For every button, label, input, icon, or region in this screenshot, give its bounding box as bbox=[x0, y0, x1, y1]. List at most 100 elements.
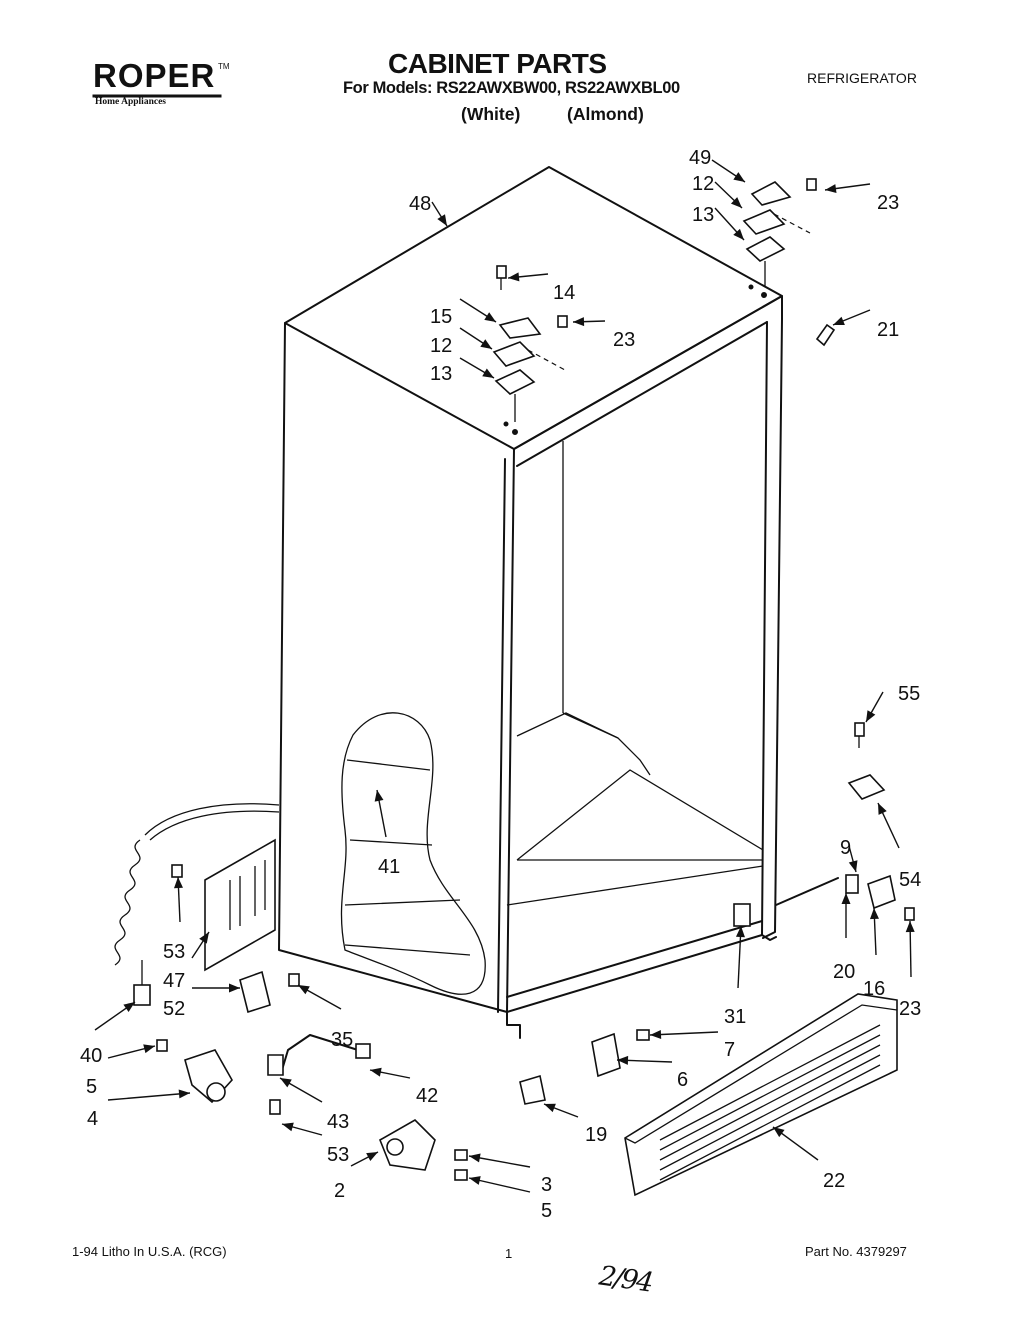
page-number: 1 bbox=[505, 1246, 513, 1261]
callout-42: 42 bbox=[416, 1085, 438, 1107]
leveler-foot bbox=[386, 1138, 404, 1156]
bottom-rail-lower bbox=[506, 934, 763, 1013]
screw-53b bbox=[269, 1099, 281, 1115]
screw-23a-path bbox=[527, 349, 566, 371]
part-31 bbox=[733, 903, 751, 927]
page-title: CABINET PARTS bbox=[388, 48, 607, 79]
hinge-cover-49 bbox=[750, 181, 792, 206]
callout-6: 6 bbox=[677, 1069, 688, 1091]
callout-14: 14 bbox=[553, 282, 575, 304]
top-hinge-right bbox=[742, 178, 836, 347]
arrowhead-6 bbox=[617, 1055, 629, 1065]
arrowhead-48 bbox=[437, 214, 447, 226]
arrowhead-7 bbox=[650, 1030, 662, 1040]
screw-55 bbox=[854, 722, 865, 737]
arrowhead-13 bbox=[482, 368, 494, 378]
arrowhead-2 bbox=[366, 1152, 378, 1162]
grille-body bbox=[624, 993, 898, 1197]
arrowhead-19 bbox=[544, 1103, 556, 1113]
cabinet-shell bbox=[278, 166, 839, 1039]
hinge-cover-15 bbox=[498, 317, 542, 339]
color-almond: (Almond) bbox=[567, 104, 644, 124]
callout-41: 41 bbox=[378, 856, 400, 878]
arrowhead-49 bbox=[733, 172, 745, 182]
leader-4 bbox=[107, 1092, 191, 1101]
arrowhead-55 bbox=[866, 710, 876, 722]
callout-5: 5 bbox=[541, 1200, 552, 1222]
arrowhead-31 bbox=[735, 926, 745, 938]
grille-top-edge bbox=[624, 1004, 898, 1144]
callout-53: 53 bbox=[163, 941, 185, 963]
leader-lines bbox=[94, 159, 915, 1193]
arrowhead-3 bbox=[469, 1153, 481, 1163]
arrowhead-23 bbox=[825, 184, 837, 194]
screw-23b-path bbox=[773, 213, 811, 234]
insulation-cutaway bbox=[340, 712, 486, 995]
callout-9: 9 bbox=[840, 837, 851, 859]
leg-left bbox=[506, 1011, 521, 1039]
litho-note: 1-94 Litho In U.S.A. (RCG) bbox=[72, 1244, 227, 1259]
arrowhead-41 bbox=[374, 790, 384, 802]
callout-12: 12 bbox=[430, 335, 452, 357]
callout-22: 22 bbox=[823, 1170, 845, 1192]
arrowhead-53 bbox=[282, 1122, 294, 1132]
arrowhead-15 bbox=[484, 312, 496, 322]
callout-21: 21 bbox=[877, 319, 899, 341]
callout-52: 52 bbox=[163, 998, 185, 1020]
arrowhead-42 bbox=[370, 1067, 382, 1077]
hinge-hole bbox=[512, 429, 518, 435]
hinge-plate-12a bbox=[492, 341, 536, 367]
hinge-16 bbox=[867, 874, 896, 910]
hinge-hole-b bbox=[761, 292, 767, 298]
toe-frame bbox=[506, 865, 764, 906]
inner-back-floor-edge bbox=[562, 712, 619, 739]
terminal-box-vents bbox=[229, 860, 266, 930]
screw-23a bbox=[557, 315, 568, 328]
hinge-hole-b2 bbox=[748, 284, 754, 290]
hinge-hole-2 bbox=[503, 421, 509, 427]
brand-subtitle: Home Appliances bbox=[95, 97, 166, 107]
part-21-clip bbox=[815, 323, 836, 347]
arrowhead-40 bbox=[123, 1002, 135, 1012]
arrowhead-47 bbox=[199, 932, 209, 944]
inner-floor-back bbox=[516, 769, 764, 861]
arrowhead-5 bbox=[469, 1176, 481, 1185]
arrowhead-54 bbox=[878, 803, 887, 815]
cutaway-foam-lines bbox=[344, 759, 471, 956]
arrowhead-23 bbox=[573, 317, 585, 327]
callout-35: 35 bbox=[331, 1029, 353, 1051]
brand-logo: ROPER bbox=[93, 57, 216, 94]
bottom-rail-upper bbox=[506, 920, 763, 998]
cabinet-front-edge-inner bbox=[497, 458, 506, 1013]
arrowhead-9 bbox=[848, 860, 858, 872]
color-white: (White) bbox=[461, 104, 521, 124]
callout-55: 55 bbox=[898, 683, 920, 705]
tube-fitting bbox=[355, 1043, 371, 1059]
arrowhead-43 bbox=[280, 1078, 292, 1088]
callout-5: 5 bbox=[86, 1076, 97, 1098]
leveler-2 bbox=[378, 1119, 436, 1171]
part-number: Part No. 4379297 bbox=[805, 1244, 907, 1259]
arrowhead-22 bbox=[773, 1127, 785, 1138]
hinge-bracket-line bbox=[775, 877, 839, 906]
screw-23c bbox=[904, 907, 915, 921]
hinge-plate-12b bbox=[742, 209, 786, 235]
arrowhead-12 bbox=[730, 197, 742, 208]
cabinet-left-side bbox=[278, 322, 508, 1013]
screw-5a bbox=[156, 1039, 168, 1052]
callout-3: 3 bbox=[541, 1174, 552, 1196]
grille-slots bbox=[659, 1024, 881, 1181]
hinge-plate-13b bbox=[745, 236, 786, 262]
hinge-plate-13a bbox=[494, 369, 536, 395]
top-hinge-left bbox=[492, 265, 568, 435]
callout-23: 23 bbox=[899, 998, 921, 1020]
front-right-stile-inner bbox=[761, 321, 768, 936]
clip-19 bbox=[519, 1074, 546, 1105]
arrowhead-4 bbox=[178, 1089, 190, 1099]
screw-5b bbox=[454, 1169, 468, 1181]
tube-42 bbox=[281, 1034, 359, 1071]
callout-43: 43 bbox=[327, 1111, 349, 1133]
front-top-rail-inner bbox=[516, 321, 768, 467]
arrowhead-20 bbox=[841, 893, 851, 904]
